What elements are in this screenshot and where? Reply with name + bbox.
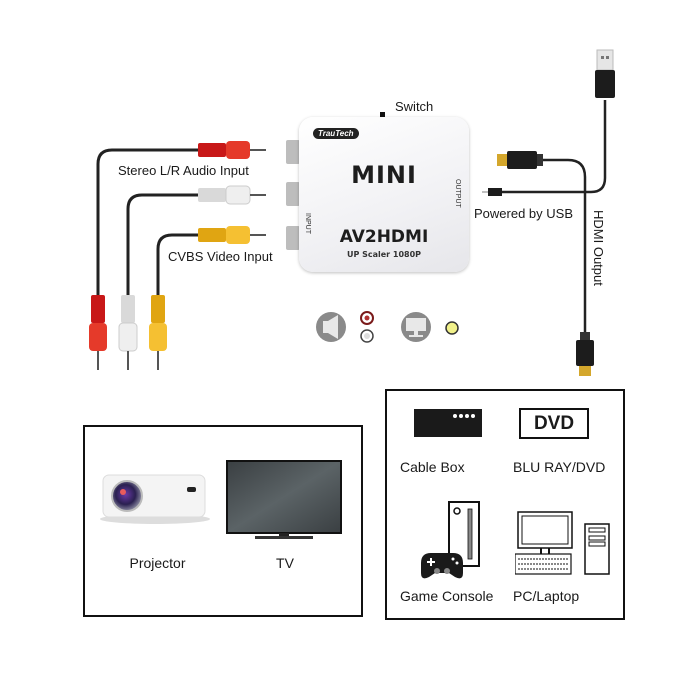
red-rca-plug-bottom <box>89 295 107 370</box>
hdmi-cable <box>540 158 587 335</box>
pc-laptop-label: PC/Laptop <box>513 588 580 604</box>
yellow-rca-plug-bottom <box>149 295 167 370</box>
hdmi-plug-top <box>497 151 543 169</box>
projector-label: Projector <box>129 555 186 571</box>
micro-usb-plug <box>482 188 502 196</box>
usb-cable <box>500 100 607 194</box>
yellow-rca-plug-top <box>198 226 266 244</box>
cable-box-icon <box>414 409 482 437</box>
yellow-port-icon <box>445 321 459 335</box>
tv-icon <box>226 460 342 539</box>
input-devices-panel: Cable Box DVD BLU RAY/DVD Game Console P… <box>385 389 625 620</box>
tv-label: TV <box>276 555 294 571</box>
game-console-icon <box>421 501 480 579</box>
pc-laptop-icon <box>515 511 610 575</box>
output-devices-panel: Projector TV <box>83 425 363 617</box>
av2hdmi-adapter: TrauTech MINI INPUT OUTPUT AV2HDMI UP Sc… <box>299 117 469 272</box>
speaker-icon <box>316 312 346 342</box>
white-rca-cable <box>126 193 200 300</box>
device-name: MINI <box>351 161 417 189</box>
dvd-icon: DVD <box>519 408 589 439</box>
brand-logo: TrauTech <box>313 128 359 139</box>
switch-nub <box>380 112 385 117</box>
output-label: OUTPUT <box>454 179 461 208</box>
switch-label: Switch <box>395 99 434 114</box>
white-rca-plug-bottom <box>118 295 138 370</box>
cable-box-label: Cable Box <box>400 459 465 475</box>
device-subtitle: UP Scaler 1080P <box>346 250 422 259</box>
usb-plug <box>595 49 615 98</box>
video-input-label: CVBS Video Input <box>168 249 273 264</box>
projector-icon <box>100 474 210 524</box>
bluray-dvd-label: BLU RAY/DVD <box>513 459 606 475</box>
audio-input-label: Stereo L/R Audio Input <box>118 163 249 178</box>
power-label: Powered by USB <box>474 206 573 221</box>
yellow-rca-cable <box>156 233 200 300</box>
game-console-label: Game Console <box>400 588 494 604</box>
input-ports <box>286 140 300 250</box>
monitor-icon <box>401 312 431 342</box>
red-rca-plug-top <box>198 141 266 159</box>
hdmi-output-label: HDMI Output <box>591 210 606 286</box>
hdmi-plug-bottom <box>576 332 594 376</box>
white-rca-plug-top <box>198 185 266 205</box>
device-model: AV2HDMI <box>339 227 429 247</box>
red-rca-cable <box>96 148 200 300</box>
